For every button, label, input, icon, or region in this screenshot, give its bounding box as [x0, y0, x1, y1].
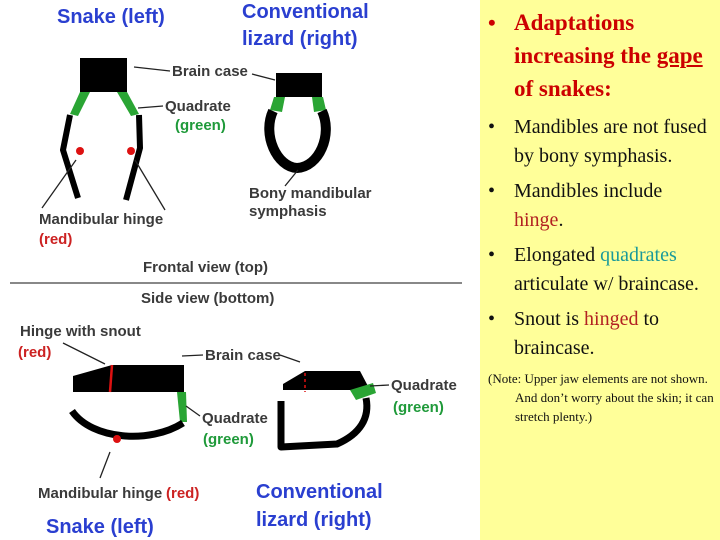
- headline-text: Adaptations increasing the gape of snake…: [514, 10, 703, 101]
- list-item: •Mandibles include hinge.: [488, 180, 663, 231]
- quadrate-label-right: Quadrate: [391, 377, 457, 394]
- green-label-top: (green): [175, 117, 226, 134]
- lizard-frontal-skull: [264, 73, 331, 174]
- snake-mandible-left: [60, 114, 81, 199]
- brain-case-label-bottom: Brain case: [205, 347, 281, 364]
- bony-mandibular-label-line2: symphasis: [249, 203, 327, 220]
- snake-quadrate-left: [70, 92, 90, 116]
- mandibular-hinge-label-bottom: Mandibular hinge: [38, 485, 162, 502]
- snake-mandible-right: [123, 114, 143, 201]
- hinge-keyword: hinge: [514, 209, 559, 231]
- lizard-side-quadrate: [350, 383, 376, 400]
- snake-brain-case: [80, 58, 127, 92]
- red-label-bottom: (red): [166, 485, 199, 502]
- conventional-title-bottom-line1: Conventional: [256, 481, 383, 503]
- list-item: •Elongated quadrates articulate w/ brain…: [488, 244, 699, 295]
- note-text: (Note: Upper jaw elements are not shown.…: [488, 371, 714, 424]
- lizard-side-mandible: [277, 397, 371, 451]
- text-panel: • Adaptations increasing the gape of sna…: [480, 0, 720, 540]
- lizard-brain-case: [276, 73, 322, 97]
- snake-hinge-right: [127, 147, 135, 155]
- lizard-side-brain-case: [283, 371, 370, 390]
- snake-left-title-top: Snake (left): [57, 6, 165, 28]
- snake-side-skull: [69, 364, 187, 443]
- conventional-title-bottom-line2: lizard (right): [256, 509, 372, 531]
- list-item: •Snout is hinged to braincase.: [488, 308, 660, 359]
- conventional-title-top-line2: lizard (right): [242, 28, 358, 50]
- snake-snout-hinge: [108, 364, 114, 393]
- mandibular-hinge-label-top: Mandibular hinge: [39, 211, 163, 228]
- headline: • Adaptations increasing the gape of sna…: [488, 6, 716, 105]
- adaptation-list: •Mandibles are not fused by bony symphas…: [488, 113, 716, 363]
- snake-quadrate-right: [117, 92, 139, 116]
- green-label-right: (green): [393, 399, 444, 416]
- snake-side-brain-case: [73, 365, 184, 392]
- snake-side-hinge: [113, 435, 121, 443]
- quadrates-keyword: quadrates: [600, 244, 677, 266]
- list-item: •Mandibles are not fused by bony symphas…: [488, 116, 707, 167]
- green-label-bottom: (green): [203, 431, 254, 448]
- hinged-keyword: hinged: [584, 308, 639, 330]
- headline-bullet: •: [488, 10, 496, 35]
- snake-hinge-left: [76, 147, 84, 155]
- snake-left-title-bottom: Snake (left): [46, 516, 154, 538]
- lizard-mandible: [264, 108, 331, 174]
- lizard-quadrate-right: [312, 97, 326, 112]
- gape-word: gape: [656, 43, 703, 68]
- bony-mandibular-label-line1: Bony mandibular: [249, 185, 372, 202]
- side-view-label: Side view (bottom): [141, 290, 274, 307]
- red-label-top: (red): [39, 231, 72, 248]
- lizard-quadrate-left: [270, 97, 285, 112]
- conventional-title-top-line1: Conventional: [242, 1, 369, 23]
- quadrate-label-bottom: Quadrate: [202, 410, 268, 427]
- quadrate-label-top: Quadrate: [165, 98, 231, 115]
- snake-side-quadrate: [177, 392, 187, 422]
- hinge-snout-label: Hinge with snout: [20, 323, 141, 340]
- snake-side-mandible: [69, 408, 185, 440]
- skull-diagram: Snake (left) Conventional lizard (right)…: [10, 1, 462, 538]
- brain-case-label-top: Brain case: [172, 63, 248, 80]
- frontal-view-label: Frontal view (top): [143, 259, 268, 276]
- lizard-side-skull: [277, 371, 376, 451]
- red-label-mid: (red): [18, 344, 51, 361]
- snake-frontal-skull: [60, 58, 143, 201]
